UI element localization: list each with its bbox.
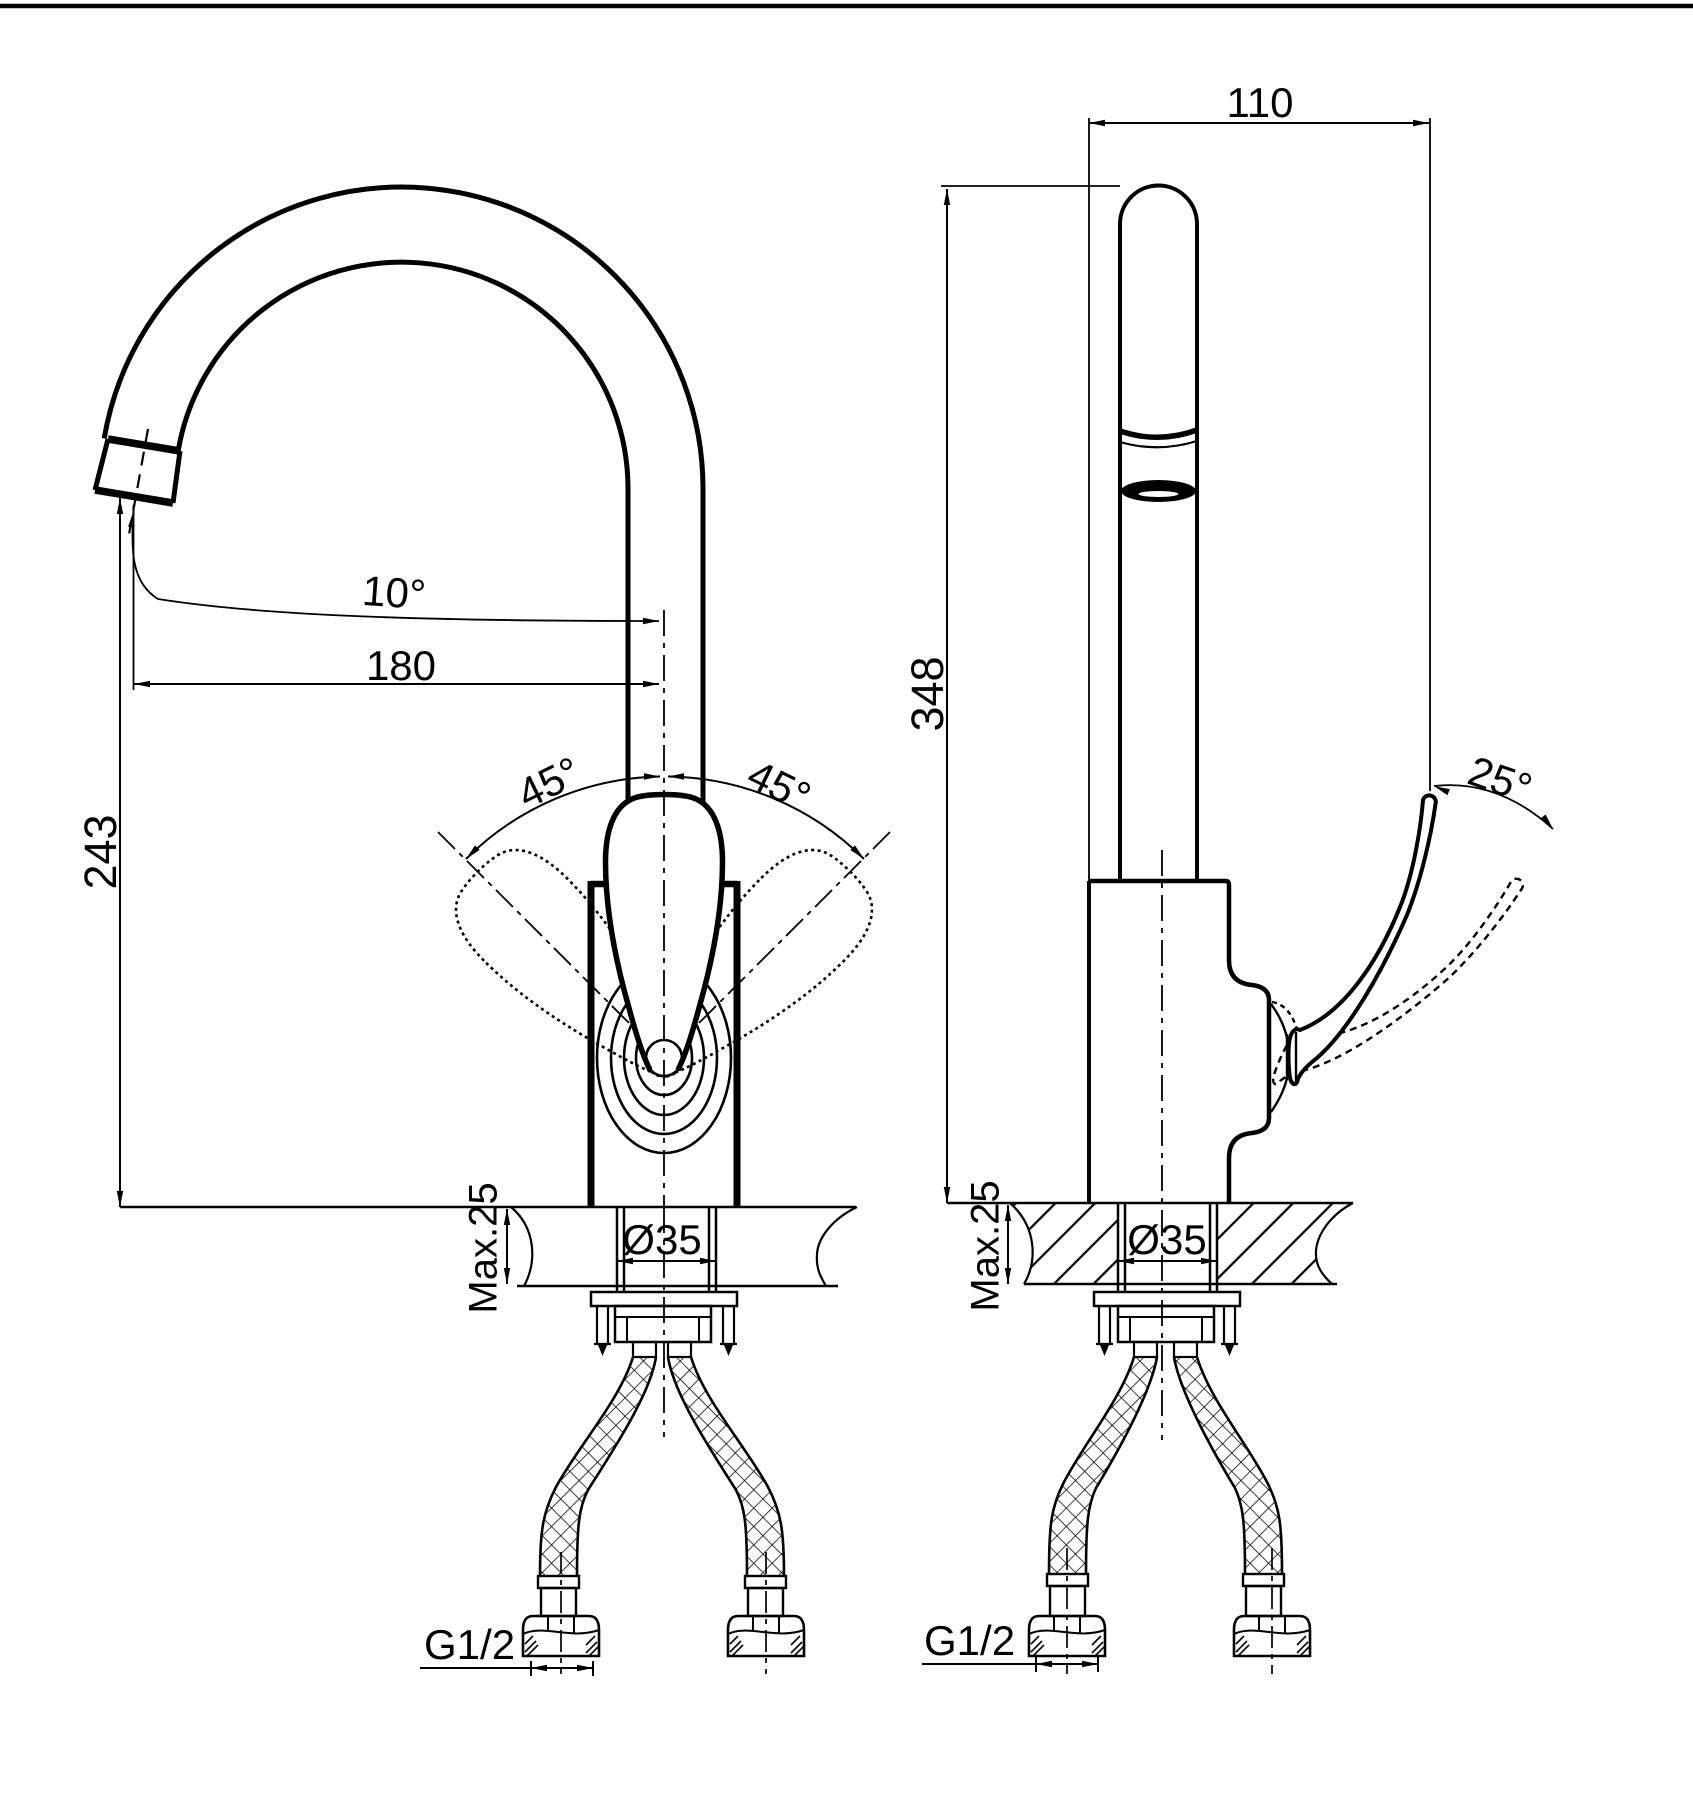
svg-text:348: 348	[902, 656, 953, 731]
svg-text:G1/2: G1/2	[424, 1621, 515, 1668]
svg-text:243: 243	[75, 814, 126, 889]
svg-text:G1/2: G1/2	[924, 1617, 1015, 1664]
svg-text:180: 180	[366, 642, 436, 689]
svg-text:Ø35: Ø35	[1127, 1216, 1206, 1263]
svg-text:Max.25: Max.25	[462, 1182, 506, 1313]
svg-text:Ø35: Ø35	[622, 1216, 701, 1263]
svg-text:110: 110	[1227, 79, 1294, 126]
svg-text:Max.25: Max.25	[964, 1180, 1008, 1311]
svg-text:10°: 10°	[361, 567, 428, 618]
